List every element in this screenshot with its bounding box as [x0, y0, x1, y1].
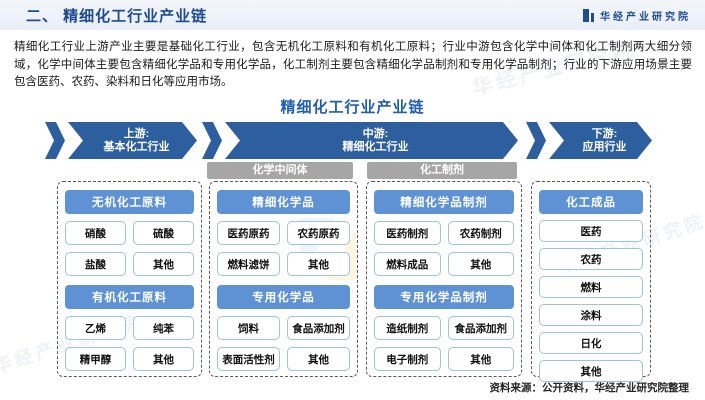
item-grid: 饲料 食品添加剂 表面活性剂 其他 — [217, 316, 350, 371]
group-header: 精细化学品制剂 — [374, 190, 514, 214]
diagram-title: 精细化工行业产业链 — [280, 99, 425, 116]
item-box: 其他 — [447, 347, 514, 371]
stage-arrow-label: 上游: 基本化工行业 — [68, 122, 197, 159]
stage-arrow-label: 下游: 应用行业 — [549, 122, 652, 159]
item-box: 燃料滤饼 — [217, 252, 280, 276]
item-box: 农药制剂 — [447, 221, 514, 245]
group-organic-raw-materials: 有机化工原料 乙烯 纯苯 精甲醇 其他 — [65, 285, 194, 371]
item-box: 其他 — [539, 360, 643, 382]
group-header: 专用化学品制剂 — [374, 285, 514, 309]
item-box: 医药原药 — [217, 221, 280, 245]
item-box: 食品添加剂 — [287, 316, 350, 340]
stage-label-line2: 应用行业 — [582, 140, 627, 153]
chevron-icon — [45, 122, 65, 159]
stage-label-line2: 基本化工行业 — [103, 140, 170, 153]
brand: 华经产业研究院 — [583, 8, 691, 23]
stage-label-line1: 中游: — [362, 127, 389, 140]
item-box: 纯苯 — [133, 316, 194, 340]
item-grid: 乙烯 纯苯 精甲醇 其他 — [65, 316, 194, 371]
item-box: 日化 — [539, 332, 643, 354]
column-downstream: 化工成品 医药 农药 燃料 涂料 日化 其他 — [531, 181, 651, 382]
group-fine-chemical-preparations: 精细化学品制剂 医药制剂 农药制剂 燃料成品 其他 — [374, 190, 514, 276]
item-box: 盐酸 — [65, 252, 126, 276]
group-chemical-finished-products: 化工成品 医药 农药 燃料 涂料 日化 其他 — [539, 190, 643, 382]
item-box: 其他 — [133, 347, 194, 371]
item-box: 医药制剂 — [374, 221, 441, 245]
item-box: 其他 — [287, 347, 350, 371]
item-box: 燃料 — [539, 276, 643, 298]
page-header: 二、 精细化工行业产业链 华经产业研究院 — [0, 0, 705, 30]
item-box: 食品添加剂 — [447, 316, 514, 340]
group-fine-chemicals: 精细化学品 医药原药 农药原药 燃料滤饼 其他 — [217, 190, 350, 276]
group-header: 有机化工原料 — [65, 285, 194, 309]
item-box: 饲料 — [217, 316, 280, 340]
stage-arrow-midstream: 中游: 精细化工行业 — [202, 122, 518, 159]
group-specialty-chemicals: 专用化学品 饲料 食品添加剂 表面活性剂 其他 — [217, 285, 350, 371]
item-box: 医药 — [539, 220, 643, 242]
item-box: 其他 — [287, 252, 350, 276]
stage-arrow-downstream: 下游: 应用行业 — [526, 122, 652, 159]
group-header: 化工成品 — [539, 190, 643, 214]
item-box: 燃料成品 — [374, 252, 441, 276]
item-box: 精甲醇 — [65, 347, 126, 371]
item-box: 表面活性剂 — [217, 347, 280, 371]
stage-label-line2: 精细化工行业 — [342, 140, 409, 153]
item-box: 电子制剂 — [374, 347, 441, 371]
sub-banner-chemical-preparations: 化工制剂 — [367, 162, 517, 179]
brand-name: 华经产业研究院 — [600, 11, 691, 23]
item-box: 乙烯 — [65, 316, 126, 340]
group-header: 无机化工原料 — [65, 190, 194, 214]
item-box: 涂料 — [539, 304, 643, 326]
item-grid: 造纸制剂 食品添加剂 电子制剂 其他 — [374, 316, 514, 371]
stage-arrow-label: 中游: 精细化工行业 — [225, 122, 518, 159]
column-chemical-intermediates: 精细化学品 医药原药 农药原药 燃料滤饼 其他 专用化学品 饲料 食品添加剂 表… — [209, 181, 358, 377]
source-note: 资料来源：公开资料，华经产业研究院整理 — [489, 382, 690, 394]
sub-banner-chemical-intermediates: 化学中间体 — [207, 162, 353, 179]
item-grid: 医药原药 农药原药 燃料滤饼 其他 — [217, 221, 350, 276]
page-title: 二、 精细化工行业产业链 — [26, 7, 208, 25]
group-inorganic-raw-materials: 无机化工原料 硝酸 硫酸 盐酸 其他 — [65, 190, 194, 276]
item-grid: 医药制剂 农药制剂 燃料成品 其他 — [374, 221, 514, 276]
item-grid: 硝酸 硫酸 盐酸 其他 — [65, 221, 194, 276]
column-upstream: 无机化工原料 硝酸 硫酸 盐酸 其他 有机化工原料 乙烯 纯苯 精甲醇 其他 — [57, 181, 202, 377]
item-box: 造纸制剂 — [374, 316, 441, 340]
item-box: 农药原药 — [287, 221, 350, 245]
item-box: 农药 — [539, 248, 643, 270]
item-box: 其他 — [133, 252, 194, 276]
brand-logo-icon — [583, 8, 594, 22]
intro-paragraph: 精细化工行业上游产业主要是基础化工行业，包含无机化工原料和有机化工原料；行业中游… — [14, 41, 692, 88]
item-box: 硝酸 — [65, 221, 126, 245]
item-box: 硫酸 — [133, 221, 194, 245]
chevron-icon — [526, 122, 546, 159]
stage-label-line1: 上游: — [123, 127, 150, 140]
chevron-icon — [202, 122, 222, 159]
stage-label-line1: 下游: — [591, 127, 618, 140]
item-box: 其他 — [447, 252, 514, 276]
group-header: 专用化学品 — [217, 285, 350, 309]
group-header: 精细化学品 — [217, 190, 350, 214]
group-specialty-chemical-preparations: 专用化学品制剂 造纸制剂 食品添加剂 电子制剂 其他 — [374, 285, 514, 371]
column-chemical-preparations: 精细化学品制剂 医药制剂 农药制剂 燃料成品 其他 专用化学品制剂 造纸制剂 食… — [366, 181, 522, 377]
stage-arrow-upstream: 上游: 基本化工行业 — [45, 122, 197, 159]
